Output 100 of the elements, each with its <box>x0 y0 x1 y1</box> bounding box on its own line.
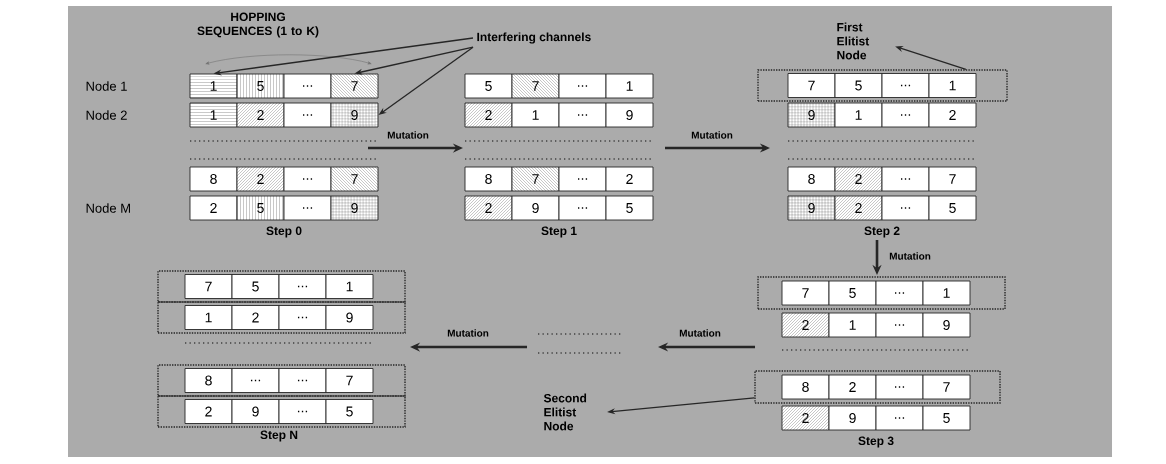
channel-cell: 2 <box>928 102 977 128</box>
channel-cell: ... <box>881 195 930 221</box>
channel-cell: 5 <box>828 280 877 306</box>
channel-cell: ... <box>283 73 332 99</box>
node-label: 1 <box>210 81 217 91</box>
node-label: 2 <box>855 203 862 213</box>
channel-cell: ... <box>875 374 924 400</box>
channel-cell: ... <box>283 166 332 192</box>
arrow-label: Mutation <box>679 329 721 337</box>
channel-cell: 5 <box>922 405 971 431</box>
step-label: Step N <box>260 430 298 442</box>
channel-cell: ... <box>881 166 930 192</box>
channel-cell: 9 <box>922 312 971 338</box>
elitist-box <box>157 301 406 334</box>
channel-cell: 9 <box>787 195 836 221</box>
channel-cell: 8 <box>787 166 836 192</box>
elitist-box <box>157 364 406 397</box>
channel-cell: 9 <box>787 102 836 128</box>
row-label: Node 2 <box>86 110 127 120</box>
elitist-box <box>157 270 406 303</box>
arrow-label: Mutation <box>889 252 931 260</box>
channel-cell: 7 <box>922 374 971 400</box>
step-label: Step 2 <box>864 226 900 238</box>
channel-cell: ... <box>881 102 930 128</box>
channel-cell: 5 <box>236 195 285 221</box>
heading-text: HOPPING SEQUENCES (1 to K) <box>197 12 319 38</box>
row-label: Node M <box>86 203 130 213</box>
channel-cell: 1 <box>189 102 238 128</box>
annotation-text: First Elitist Node <box>837 22 870 60</box>
channel-cell: ... <box>875 312 924 338</box>
step-label: Step 0 <box>266 226 302 238</box>
channel-cell: 2 <box>781 405 830 431</box>
arrow-label: Mutation <box>691 131 733 139</box>
channel-cell: 9 <box>605 102 654 128</box>
channel-cell: ... <box>558 195 607 221</box>
channel-cell: 9 <box>231 399 280 424</box>
node-label: 2 <box>485 203 492 213</box>
elitist-box <box>157 395 406 428</box>
channel-cell: ... <box>875 280 924 306</box>
channel-cell: 7 <box>781 280 830 306</box>
node-label: 2 <box>257 174 264 184</box>
annotation-text: Interfering channels <box>477 32 591 44</box>
channel-cell: 1 <box>184 305 233 330</box>
channel-cell: 8 <box>189 166 238 192</box>
channel-cell: 2 <box>781 312 830 338</box>
annotation-text: Second Elitist Node <box>543 393 587 431</box>
node-label: 7 <box>351 174 358 184</box>
elitist-box <box>757 276 1006 310</box>
channel-cell: 5 <box>236 73 285 99</box>
channel-cell: ... <box>283 102 332 128</box>
channel-cell: ... <box>881 73 930 98</box>
channel-cell: ... <box>278 274 327 299</box>
channel-cell: ... <box>558 166 607 192</box>
channel-cell: 1 <box>828 312 877 338</box>
channel-cell: 5 <box>231 274 280 299</box>
channel-cell: ... <box>283 195 332 221</box>
channel-cell: 9 <box>325 305 374 330</box>
node-label: 7 <box>532 174 539 184</box>
channel-cell: ... <box>558 102 607 128</box>
elitist-box <box>757 69 1008 102</box>
node-label: 2 <box>802 413 809 423</box>
channel-cell: 1 <box>189 73 238 99</box>
channel-cell: 7 <box>330 166 379 192</box>
row-label: Node 1 <box>86 81 127 91</box>
channel-cell: ... <box>278 368 327 393</box>
arrow-label: Mutation <box>387 131 429 139</box>
elitist-box <box>754 370 1001 404</box>
channel-cell: 7 <box>330 73 379 99</box>
node-label: 2 <box>802 320 809 330</box>
channel-cell: 2 <box>464 195 513 221</box>
channel-cell: 1 <box>511 102 560 128</box>
channel-cell: 8 <box>781 374 830 400</box>
channel-cell: 5 <box>834 73 883 98</box>
channel-cell: 1 <box>928 73 977 98</box>
node-label: 7 <box>351 81 358 91</box>
channel-cell: 2 <box>828 374 877 400</box>
step-label: Step 3 <box>858 436 894 448</box>
channel-cell: 1 <box>325 274 374 299</box>
channel-cell: 8 <box>184 368 233 393</box>
arrow-label: Mutation <box>447 329 489 337</box>
channel-cell: 9 <box>330 102 379 128</box>
channel-cell: 7 <box>787 73 836 98</box>
node-label: 2 <box>257 110 264 120</box>
channel-cell: 7 <box>928 166 977 192</box>
channel-cell: ... <box>875 405 924 431</box>
channel-cell: 2 <box>189 195 238 221</box>
channel-cell: 1 <box>834 102 883 128</box>
channel-cell: ... <box>278 399 327 424</box>
node-label: 2 <box>485 110 492 120</box>
channel-cell: 2 <box>464 102 513 128</box>
channel-cell: ... <box>558 73 607 99</box>
channel-cell: 2 <box>231 305 280 330</box>
channel-cell: 8 <box>464 166 513 192</box>
node-label: 7 <box>532 81 539 91</box>
channel-cell: 7 <box>511 73 560 99</box>
channel-cell: 9 <box>511 195 560 221</box>
channel-cell: 5 <box>605 195 654 221</box>
channel-cell: 9 <box>828 405 877 431</box>
channel-cell: 2 <box>834 166 883 192</box>
channel-cell: ... <box>231 368 280 393</box>
